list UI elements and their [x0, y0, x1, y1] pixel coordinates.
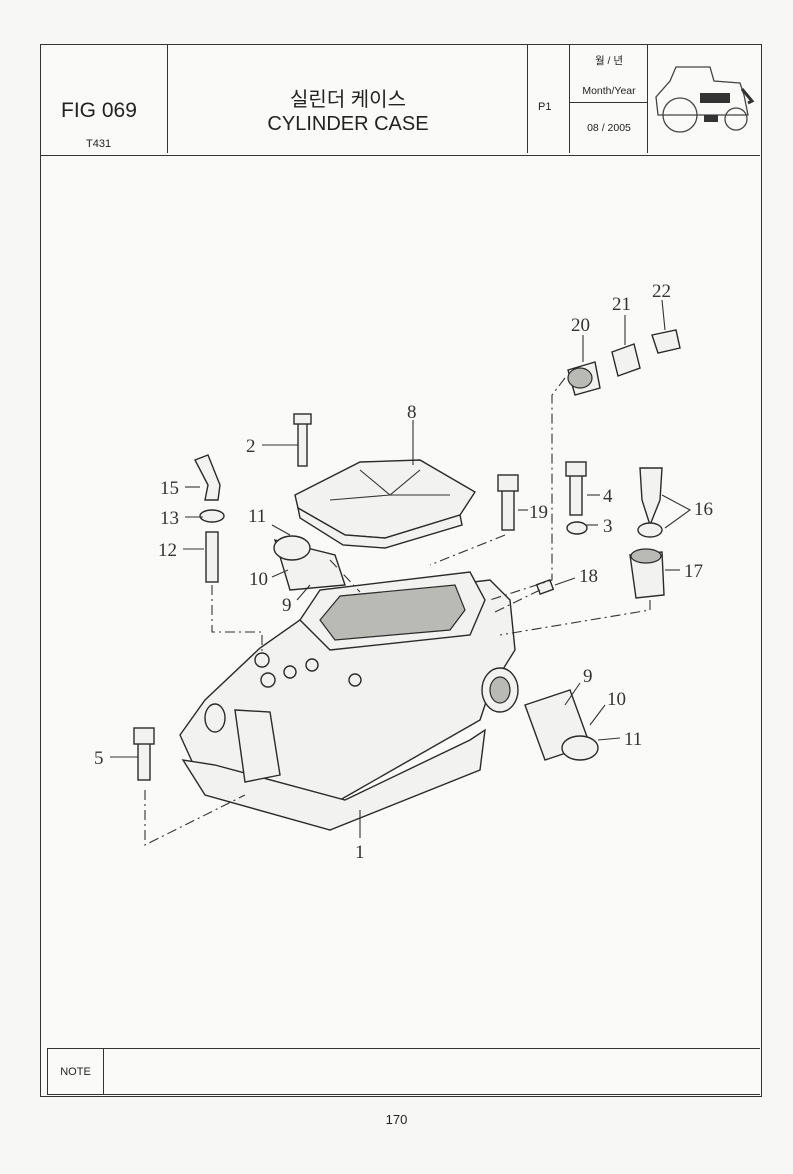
callout-22: 22 [652, 281, 671, 302]
callout-10-right: 10 [607, 689, 626, 710]
callout-11-right: 11 [624, 729, 642, 750]
callout-9-left: 9 [282, 595, 292, 616]
hardware-parts [133, 329, 681, 781]
callout-11-left: 11 [248, 506, 266, 527]
title-cell: 실린더 케이스 CYLINDER CASE [168, 45, 528, 153]
callout-1: 1 [355, 842, 365, 863]
figure-cell: FIG 069 T431 [41, 45, 168, 153]
callout-18: 18 [579, 566, 598, 587]
cylinder-case-body [179, 571, 519, 831]
callout-16: 16 [694, 499, 713, 520]
date-divider [570, 102, 648, 103]
callout-9-right: 9 [583, 666, 593, 687]
tractor-icon [655, 66, 755, 133]
date-cell: 월 / 년 Month/Year 08 / 2005 [570, 45, 648, 153]
page-code-cell: P1 [528, 45, 570, 153]
date-label-korean: 월 / 년 [594, 55, 624, 67]
callout-21: 21 [612, 294, 631, 315]
model-code: T431 [86, 138, 112, 150]
figure-number: FIG 069 [61, 99, 137, 122]
callout-5: 5 [94, 748, 104, 769]
note-row: NOTE [47, 1048, 760, 1095]
callout-3: 3 [603, 516, 613, 537]
callout-2: 2 [246, 436, 256, 457]
page-number: 170 [385, 1112, 408, 1127]
callout-12: 12 [158, 540, 177, 561]
callout-19: 19 [529, 502, 548, 523]
tractor-icon-cell [648, 45, 760, 153]
callout-10-left: 10 [249, 569, 268, 590]
title-korean: 실린더 케이스 [290, 89, 406, 111]
callout-17: 17 [684, 561, 703, 582]
callout-20: 20 [571, 315, 590, 336]
top-cover-plate [294, 459, 476, 549]
callout-4: 4 [603, 486, 613, 507]
leader-lines [110, 299, 692, 838]
callout-15: 15 [160, 478, 179, 499]
title-english: CYLINDER CASE [267, 113, 429, 135]
dashed-assembly-lines [144, 377, 651, 846]
callout-8: 8 [407, 402, 417, 423]
date-label-english: Month/Year [582, 85, 636, 97]
title-block: FIG 069 T431 실린더 케이스 CYLINDER CASE P1 월 … [41, 45, 760, 156]
note-label: NOTE [48, 1049, 104, 1094]
callout-13: 13 [160, 508, 179, 529]
date-value: 08 / 2005 [587, 122, 631, 134]
part-callouts: 1 2 3 4 5 8 9 10 11 12 13 15 16 17 18 19… [94, 281, 713, 863]
page-code: P1 [538, 101, 552, 113]
